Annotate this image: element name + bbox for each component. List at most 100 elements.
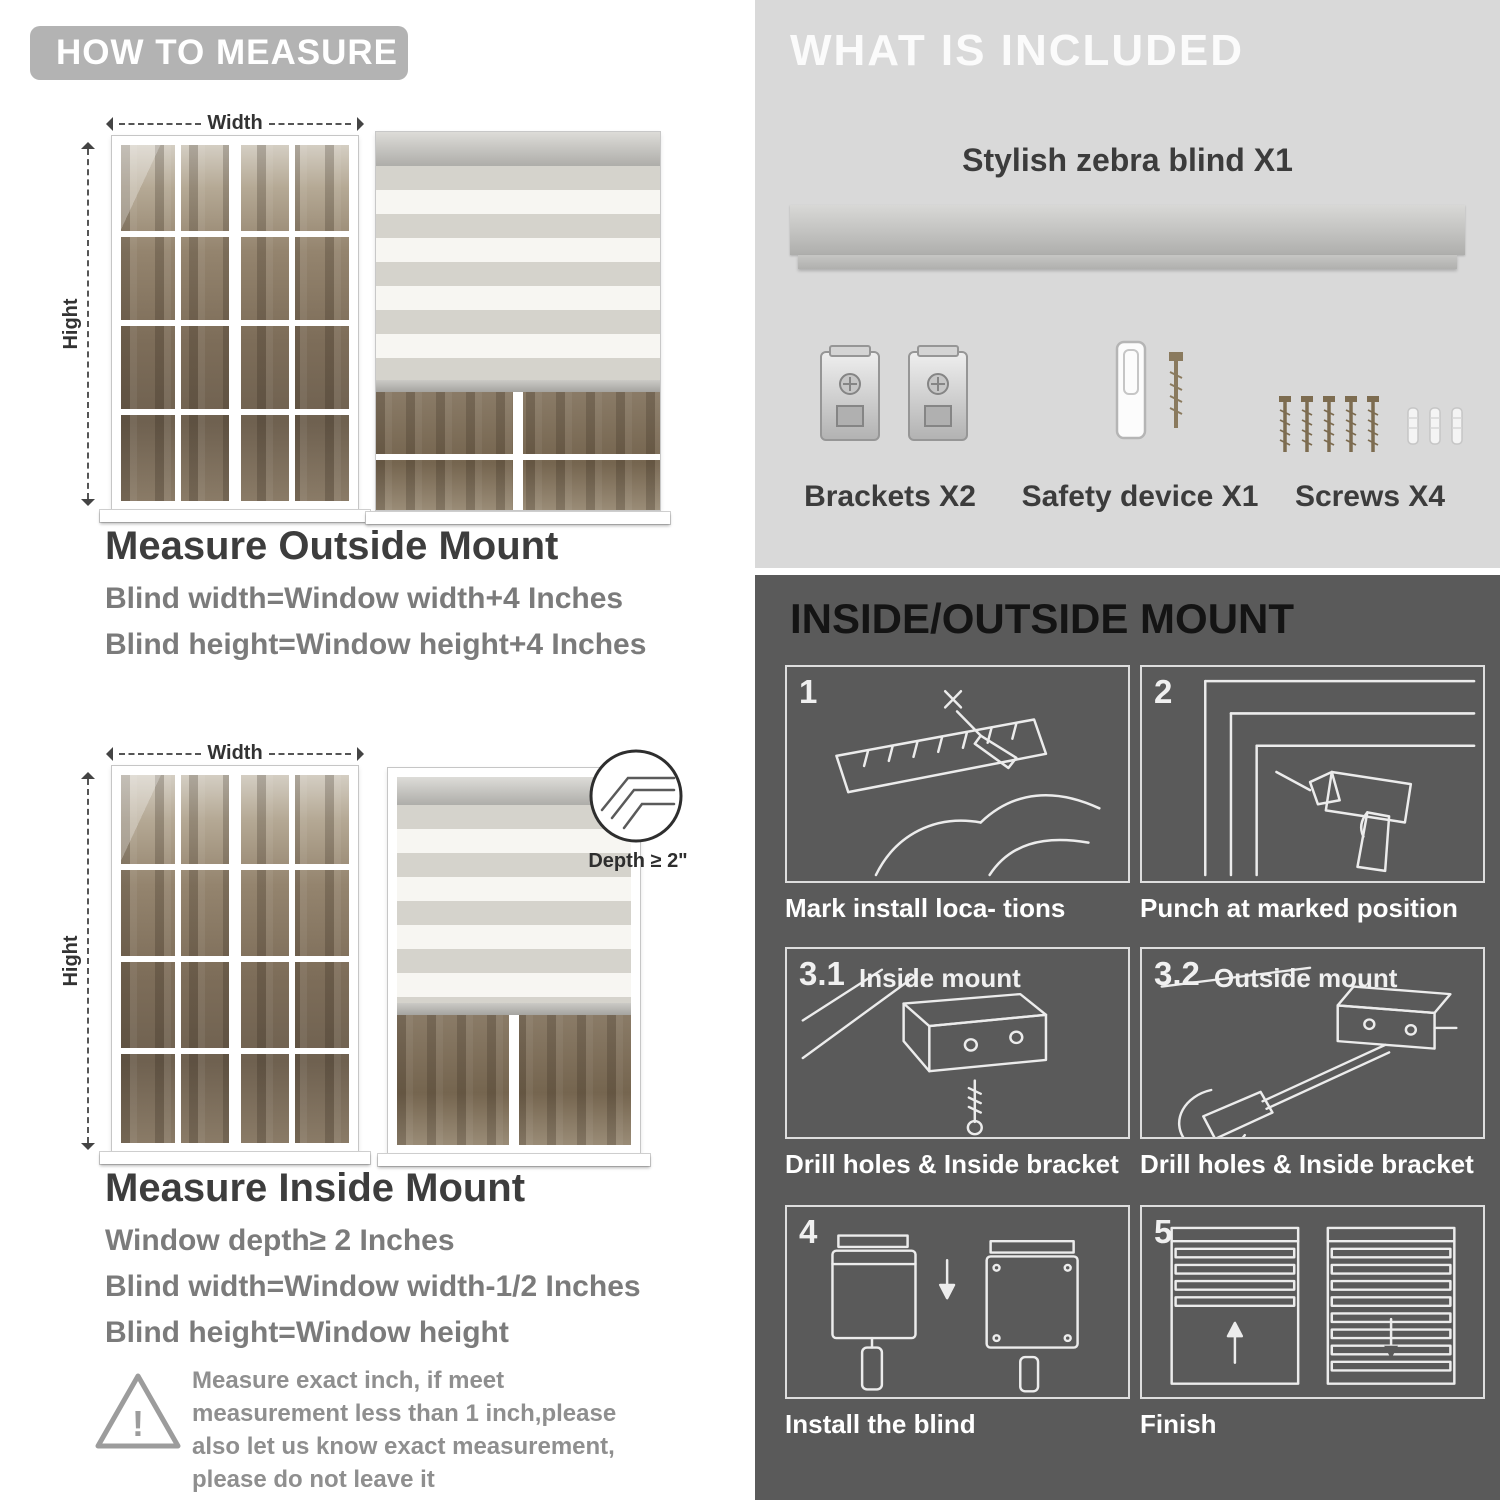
- arrow-down-icon: [81, 499, 95, 506]
- arrow-up-icon: [81, 772, 95, 779]
- muntin: [121, 409, 349, 415]
- muntin: [121, 320, 349, 326]
- warning-exclamation: !: [132, 1403, 144, 1444]
- step-2-illustration: 2: [1140, 665, 1485, 883]
- arrow-line: [268, 752, 352, 755]
- blind-stack: [397, 777, 631, 1145]
- step-3-1-illustration: 3.1 Inside mount: [785, 947, 1130, 1139]
- safety-device-label: Safety device X1: [1021, 480, 1259, 513]
- blind-bottom-rail: [397, 1003, 631, 1015]
- outside-rule-height: Blind height=Window height+4 Inches: [105, 628, 647, 661]
- zebra-blind-label: Stylish zebra blind X1: [962, 142, 1293, 178]
- height-label: Hight: [60, 935, 83, 987]
- window-glass: [121, 145, 349, 501]
- mount-header: INSIDE/OUTSIDE MOUNT: [790, 595, 1295, 642]
- muntin: [509, 1015, 519, 1145]
- step-caption: Finish: [1140, 1409, 1217, 1439]
- step-5: 5: [1140, 1205, 1485, 1440]
- muntin: [513, 392, 523, 510]
- arrow-line: [119, 752, 202, 755]
- step-5-illustration: 5: [1140, 1205, 1485, 1399]
- depth-detail-icon: [589, 749, 683, 843]
- height-arrow: Hight: [60, 772, 96, 1150]
- height-arrow: Hight: [60, 142, 96, 506]
- step-3-2: 3.2 Outside mount Dril: [1140, 947, 1485, 1180]
- drill-icon: [1204, 679, 1476, 877]
- step-3-1: 3.1 Inside mount: [785, 947, 1130, 1180]
- arrow-line: [87, 779, 89, 1143]
- muntin: [121, 864, 349, 870]
- width-arrow: Width: [106, 112, 365, 135]
- height-label: Hight: [60, 298, 83, 350]
- screws-icon: [1277, 394, 1463, 454]
- window-sill: [366, 512, 670, 524]
- arrow-left-icon: [106, 116, 113, 131]
- window-glass: [121, 775, 349, 1143]
- step-number: 3.1: [799, 955, 845, 992]
- step-caption: Drill holes & Inside bracket: [1140, 1149, 1474, 1179]
- how-to-measure-header: HOW TO MEASURE: [30, 26, 408, 80]
- step-number: 3.2: [1154, 955, 1200, 992]
- zebra-blind-headrail: [790, 205, 1465, 269]
- outside-mount-title: Measure Outside Mount: [105, 524, 559, 568]
- brackets-label: Brackets X2: [804, 480, 976, 513]
- finish-blinds-icon: [1170, 1226, 1456, 1385]
- install-blind-icon: [831, 1234, 1079, 1393]
- step-caption: Mark install loca- tions: [785, 893, 1066, 923]
- what-is-included-header: WHAT IS INCLUDED: [790, 26, 1245, 75]
- outside-rule-width: Blind width=Window width+4 Inches: [105, 582, 624, 615]
- arrow-line: [268, 122, 352, 125]
- window-glass: [376, 392, 660, 510]
- step-1-illustration: 1: [785, 665, 1130, 883]
- inside-mount-title: Measure Inside Mount: [105, 1166, 526, 1210]
- step-4-illustration: 4: [785, 1205, 1130, 1399]
- screws-label: Screws X4: [1294, 480, 1446, 513]
- warning-icon: !: [95, 1373, 181, 1449]
- muntin: [121, 956, 349, 962]
- outside-bracket-icon: [1160, 966, 1458, 1137]
- inside-rule-height: Blind height=Window height: [105, 1316, 509, 1349]
- step-4: 4: [785, 1205, 1130, 1440]
- warning-text: Measure exact inch, if meet measurement …: [192, 1367, 617, 1494]
- arrow-up-icon: [81, 142, 95, 149]
- step-caption: Drill holes & Inside bracket: [785, 1149, 1119, 1179]
- blind-cassette: [376, 132, 660, 166]
- width-arrow: Width: [106, 742, 365, 765]
- step-number: 1: [799, 673, 818, 710]
- step-3-2-illustration: 3.2 Outside mount: [1140, 947, 1485, 1139]
- step-number: 5: [1154, 1213, 1173, 1250]
- zebra-blind-illustration-outside: [376, 132, 660, 510]
- step-1: 1 Ma: [785, 665, 1130, 924]
- blind-stripes: [397, 805, 631, 1003]
- muntin: [121, 1048, 349, 1054]
- depth-label: Depth ≥ 2": [588, 850, 688, 872]
- safety-device-icon: [1115, 340, 1183, 440]
- what-is-included-section: WHAT IS INCLUDED Stylish zebra blind X1: [755, 0, 1500, 568]
- window-illustration-inside: [112, 766, 358, 1152]
- width-label: Width: [207, 742, 263, 764]
- window-sill: [100, 510, 370, 522]
- zebra-blind-illustration-inside: [388, 768, 640, 1154]
- arrow-line: [119, 122, 202, 125]
- step-caption: Punch at marked position: [1140, 893, 1458, 923]
- step-caption: Install the blind: [785, 1409, 976, 1439]
- brackets-icon: [820, 345, 968, 441]
- window-illustration-outside: [112, 136, 358, 510]
- step-sublabel: Inside mount: [859, 963, 1021, 993]
- blind-bottom-rail: [376, 380, 660, 392]
- arrow-left-icon: [106, 746, 113, 761]
- window-sill: [378, 1154, 650, 1166]
- arrow-line: [87, 149, 89, 499]
- arrow-down-icon: [81, 1143, 95, 1150]
- muntin: [121, 231, 349, 237]
- blind-stripes: [376, 166, 660, 380]
- inside-bracket-icon: [801, 968, 1048, 1136]
- muntin: [376, 453, 660, 460]
- window-sill: [100, 1152, 370, 1164]
- mount-instructions-section: INSIDE/OUTSIDE MOUNT 1: [755, 575, 1500, 1500]
- inside-rule-width: Blind width=Window width-1/2 Inches: [105, 1270, 641, 1303]
- step-number: 4: [799, 1213, 818, 1250]
- arrow-right-icon: [357, 746, 365, 761]
- width-label: Width: [207, 112, 263, 134]
